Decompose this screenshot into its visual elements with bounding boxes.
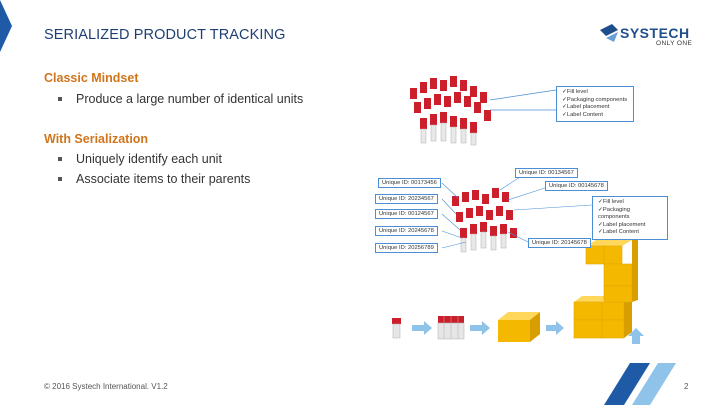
vial-cluster-middle-bodies [460,231,507,253]
vial-cluster-top-bodies [420,122,477,146]
systech-logo: SYSTECH ONLY ONE [596,22,712,52]
footer-stripe-blue [604,363,650,405]
unique-id-label: Unique ID: 00134567 [515,168,578,178]
bullet-identify-unit: Uniquely identify each unit [58,152,222,166]
callout-top: ✓Fill level ✓Packaging components ✓Label… [556,86,634,123]
bullet-text: Uniquely identify each unit [76,152,222,166]
callout-item: ✓Fill level [598,199,624,205]
callout-item: ✓Label Content [562,111,603,118]
bullet-identical-units: Produce a large number of identical unit… [58,92,303,106]
page-number: 2 [684,382,689,391]
carton-icon [498,312,540,342]
callout-middle: ✓Fill level ✓Packaging components ✓Label… [592,196,668,240]
page-title: SERIALIZED PRODUCT TRACKING [44,27,286,43]
callout-item: ✓Packaging components [598,206,630,221]
vial-cluster-middle [452,188,517,238]
left-chevron-shape [0,0,12,52]
bullet-associate-parents: Associate items to their parents [58,172,250,186]
bullet-icon [58,96,62,101]
flow-arrow-up-icon [628,328,644,344]
flow-arrow-3-icon [546,321,564,335]
bullet-text: Associate items to their parents [76,172,251,186]
unique-id-label: Unique ID: 00145678 [545,181,608,191]
callout-item: ✓Fill level [562,89,588,95]
bullet-text: Produce a large number of identical unit… [76,92,304,106]
unique-id-label: Unique ID: 20234567 [375,194,438,204]
single-vial-icon [392,318,401,339]
pallet-stack-icon [585,236,638,303]
heading-classic-mindset: Classic Mindset [44,71,139,85]
logo-name: SYSTECH [620,25,690,41]
callout-item: ✓Label Content [598,229,639,236]
unique-id-label: Unique ID: 00124567 [375,209,438,219]
unique-id-label: Unique ID: 20245678 [375,226,438,236]
logo-mark-icon [600,24,618,42]
unique-id-label: Unique ID: 20256789 [375,243,438,253]
footer-stripe-light [632,363,676,405]
unique-id-label: Unique ID: 00173456 [378,178,441,188]
logo-tagline: ONLY ONE [656,40,693,47]
bullet-icon [58,176,62,181]
flow-arrow-1-icon [412,321,432,335]
unique-id-label: Unique ID: 20145678 [528,238,591,248]
footer-copyright: © 2016 Systech International. V1.2 [44,382,168,391]
callout-item: ✓Packaging components [562,96,628,103]
vial-group-icon [437,316,465,340]
callout-item: ✓Label placement [562,104,610,111]
uid-connector-lines [441,176,593,249]
heading-with-serialization: With Serialization [44,132,149,146]
bullet-icon [58,156,62,161]
callout-item: ✓Label placement [598,221,646,228]
vial-cluster-top [410,76,491,133]
flow-arrow-2-icon [470,321,490,335]
